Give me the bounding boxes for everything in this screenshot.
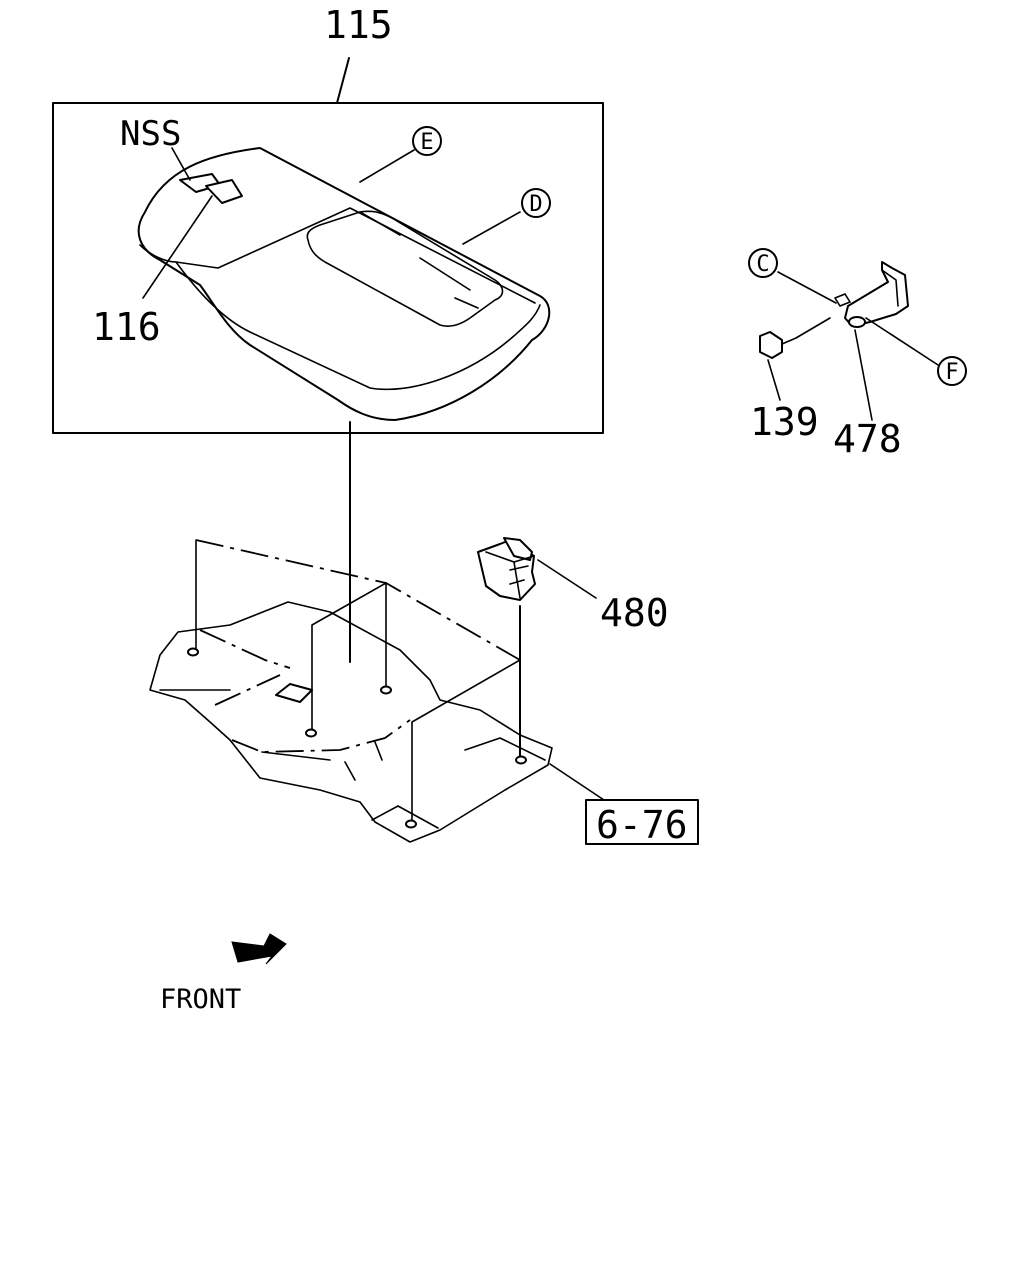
construction-mid-branch xyxy=(311,582,387,733)
leader-115 xyxy=(336,57,350,104)
marker-c-circle xyxy=(748,248,778,278)
leader-nss xyxy=(171,147,191,181)
assembly-box xyxy=(52,102,604,434)
clip-480 xyxy=(477,537,597,761)
front-label: FRONT xyxy=(160,984,241,1015)
leader-480 xyxy=(537,559,597,599)
cushion-lower-band xyxy=(175,261,541,391)
floor-hole-2 xyxy=(380,685,392,695)
marker-c: C xyxy=(756,252,769,277)
cushion-inner-panel xyxy=(306,210,504,327)
callout-6-76: 6-76 xyxy=(596,803,688,847)
floor-slot-center xyxy=(275,683,313,703)
bolt-axis xyxy=(795,317,831,339)
cushion-side-band xyxy=(139,207,536,304)
construction-right-branch xyxy=(411,659,521,821)
bracket-group xyxy=(759,261,939,421)
label-sheet xyxy=(205,179,243,204)
clip-tab xyxy=(503,537,533,561)
clip-ridges xyxy=(485,551,535,599)
bolt-139 xyxy=(759,317,831,359)
cushion-panel-detail xyxy=(359,211,479,309)
leader-478 xyxy=(854,329,873,421)
callout-116: 116 xyxy=(92,305,161,349)
leader-6-76 xyxy=(549,763,605,801)
marker-f-circle xyxy=(937,356,967,386)
floor-hole-3 xyxy=(305,728,317,738)
callout-nss: NSS xyxy=(120,114,181,154)
bracket-inner xyxy=(881,269,899,307)
reference-box xyxy=(585,799,699,845)
bracket-hole xyxy=(848,316,866,328)
cushion-outline xyxy=(137,147,551,421)
floor-hole-1 xyxy=(187,647,199,657)
seat-cushion-assembly xyxy=(52,57,604,434)
floor-hole-5 xyxy=(515,755,527,765)
leader-e xyxy=(359,149,415,183)
leader-116 xyxy=(142,195,213,299)
front-arrow-icon xyxy=(231,933,287,965)
construction-line-top xyxy=(195,539,521,661)
leader-f xyxy=(865,317,939,366)
bracket-478 xyxy=(834,261,909,328)
floor-panel xyxy=(149,421,605,843)
callout-480: 480 xyxy=(600,591,669,635)
floor-hole-4 xyxy=(405,819,417,829)
leader-139 xyxy=(767,359,781,401)
floor-pockets xyxy=(371,737,546,829)
marker-e: E xyxy=(420,130,433,155)
leader-c xyxy=(777,271,837,304)
bolt-shank xyxy=(781,337,797,345)
marker-f: F xyxy=(945,360,958,385)
floor-outline xyxy=(149,601,553,843)
bolt-head xyxy=(759,331,783,359)
marker-d-circle xyxy=(521,188,551,218)
floor-ribs xyxy=(344,741,383,781)
floor-dashed-seams xyxy=(199,629,411,753)
marker-d: D xyxy=(529,192,542,217)
marker-e-circle xyxy=(412,126,442,156)
bracket-stud xyxy=(834,293,851,307)
callout-478: 478 xyxy=(833,417,902,461)
leader-d xyxy=(462,211,521,245)
callout-139: 139 xyxy=(750,400,819,444)
floor-seam xyxy=(159,689,331,761)
callout-115: 115 xyxy=(324,3,393,47)
